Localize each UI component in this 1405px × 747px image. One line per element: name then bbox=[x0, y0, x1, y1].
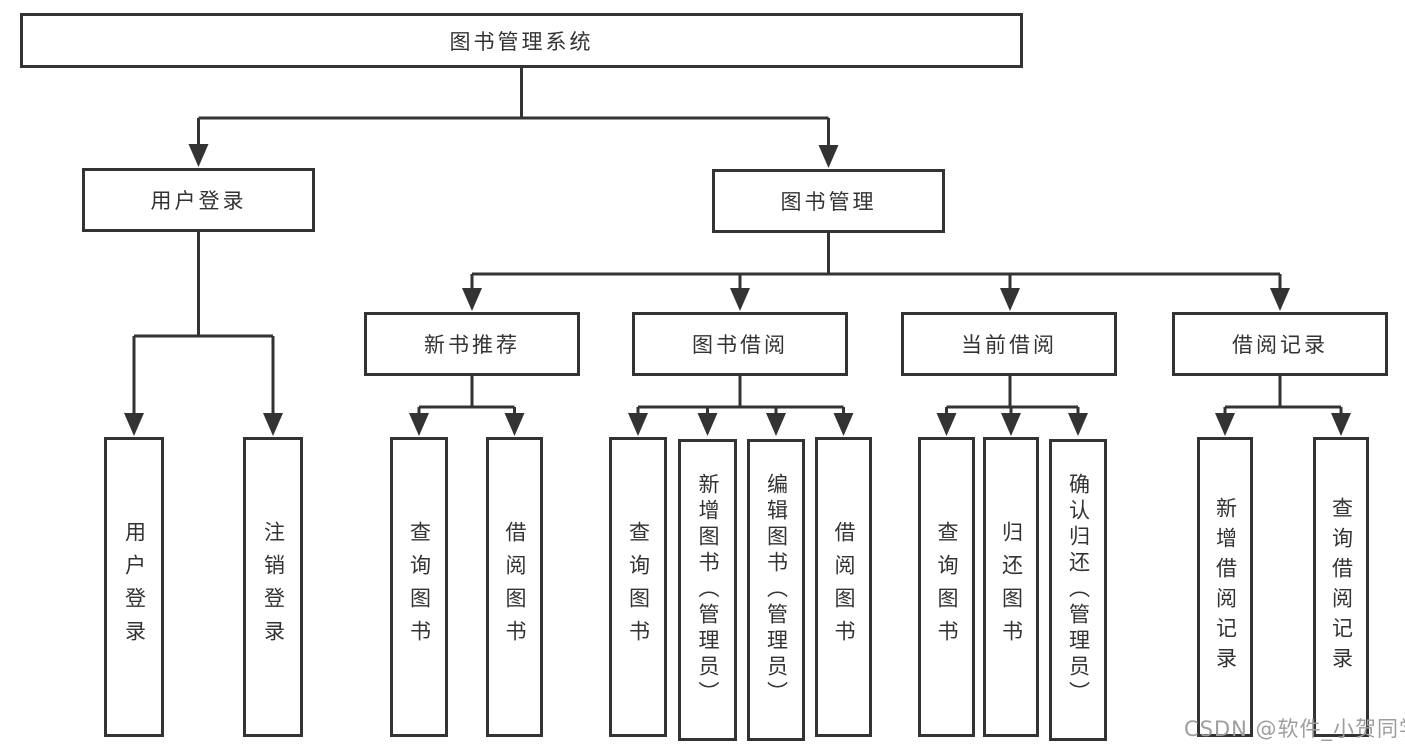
leaf-recommend-query-book-label: 查询图书 bbox=[407, 521, 432, 653]
edge-borrow-leaves bbox=[636, 376, 845, 419]
leaf-borrow-edit-book-admin-label: 编辑图书（管理员） bbox=[764, 473, 789, 707]
leaf-current-query-book-label: 查询图书 bbox=[935, 521, 959, 653]
leaf-current-confirm-return-admin-label: 确认归还（管理员） bbox=[1066, 473, 1091, 707]
node-current-borrow-label: 当前借阅 bbox=[961, 333, 1057, 357]
node-user-login: 用户登录 bbox=[82, 168, 315, 232]
edge-root-level2 bbox=[197, 68, 830, 151]
node-borrow-record: 借阅记录 bbox=[1172, 312, 1388, 376]
leaf-record-query-record-label: 查询借阅记录 bbox=[1329, 497, 1354, 677]
node-book-borrow-label: 图书借阅 bbox=[692, 333, 788, 357]
edge-recommend-leaves bbox=[417, 376, 516, 419]
node-current-borrow: 当前借阅 bbox=[901, 312, 1117, 376]
edge-record-leaves bbox=[1223, 376, 1343, 419]
leaf-login-logout: 注销登录 bbox=[243, 437, 303, 737]
leaf-recommend-borrow-book: 借阅图书 bbox=[486, 437, 543, 737]
leaf-borrow-query-book-label: 查询图书 bbox=[626, 521, 651, 653]
node-root: 图书管理系统 bbox=[20, 13, 1023, 68]
leaf-login-user-login: 用户登录 bbox=[104, 437, 164, 737]
leaf-borrow-query-book: 查询图书 bbox=[609, 437, 667, 737]
edge-mgmt-level3 bbox=[470, 233, 1282, 295]
leaf-borrow-borrow-book: 借阅图书 bbox=[815, 437, 872, 737]
leaf-record-add-record: 新增借阅记录 bbox=[1197, 437, 1253, 737]
node-book-management: 图书管理 bbox=[712, 169, 945, 233]
node-user-login-label: 用户登录 bbox=[150, 189, 247, 213]
leaf-current-return-book: 归还图书 bbox=[983, 437, 1039, 737]
node-book-borrow: 图书借阅 bbox=[632, 312, 848, 376]
leaf-recommend-borrow-book-label: 借阅图书 bbox=[503, 521, 527, 653]
leaf-recommend-query-book: 查询图书 bbox=[390, 437, 448, 737]
leaf-borrow-add-book-admin-label: 新增图书（管理员） bbox=[696, 473, 720, 707]
leaf-login-logout-label: 注销登录 bbox=[261, 521, 286, 653]
leaf-borrow-borrow-book-label: 借阅图书 bbox=[832, 521, 856, 653]
leaf-login-user-login-label: 用户登录 bbox=[122, 521, 147, 653]
leaf-borrow-add-book-admin: 新增图书（管理员） bbox=[678, 439, 737, 741]
leaf-current-query-book: 查询图书 bbox=[918, 437, 975, 737]
watermark: CSDN @软件_小贺同学 bbox=[1184, 717, 1405, 741]
leaf-current-return-book-label: 归还图书 bbox=[999, 521, 1024, 653]
node-new-book-recommend-label: 新书推荐 bbox=[424, 333, 520, 357]
leaf-record-add-record-label: 新增借阅记录 bbox=[1213, 497, 1238, 677]
node-root-label: 图书管理系统 bbox=[449, 29, 594, 54]
edge-current-leaves bbox=[945, 376, 1080, 419]
leaf-borrow-edit-book-admin: 编辑图书（管理员） bbox=[747, 439, 805, 741]
node-new-book-recommend: 新书推荐 bbox=[364, 312, 580, 376]
node-borrow-record-label: 借阅记录 bbox=[1232, 333, 1328, 357]
arrowheads bbox=[124, 144, 1351, 436]
leaf-record-query-record: 查询借阅记录 bbox=[1313, 437, 1369, 737]
leaf-current-confirm-return-admin: 确认归还（管理员） bbox=[1049, 439, 1107, 741]
node-book-management-label: 图书管理 bbox=[780, 190, 877, 214]
edge-login-leaves bbox=[132, 232, 275, 419]
